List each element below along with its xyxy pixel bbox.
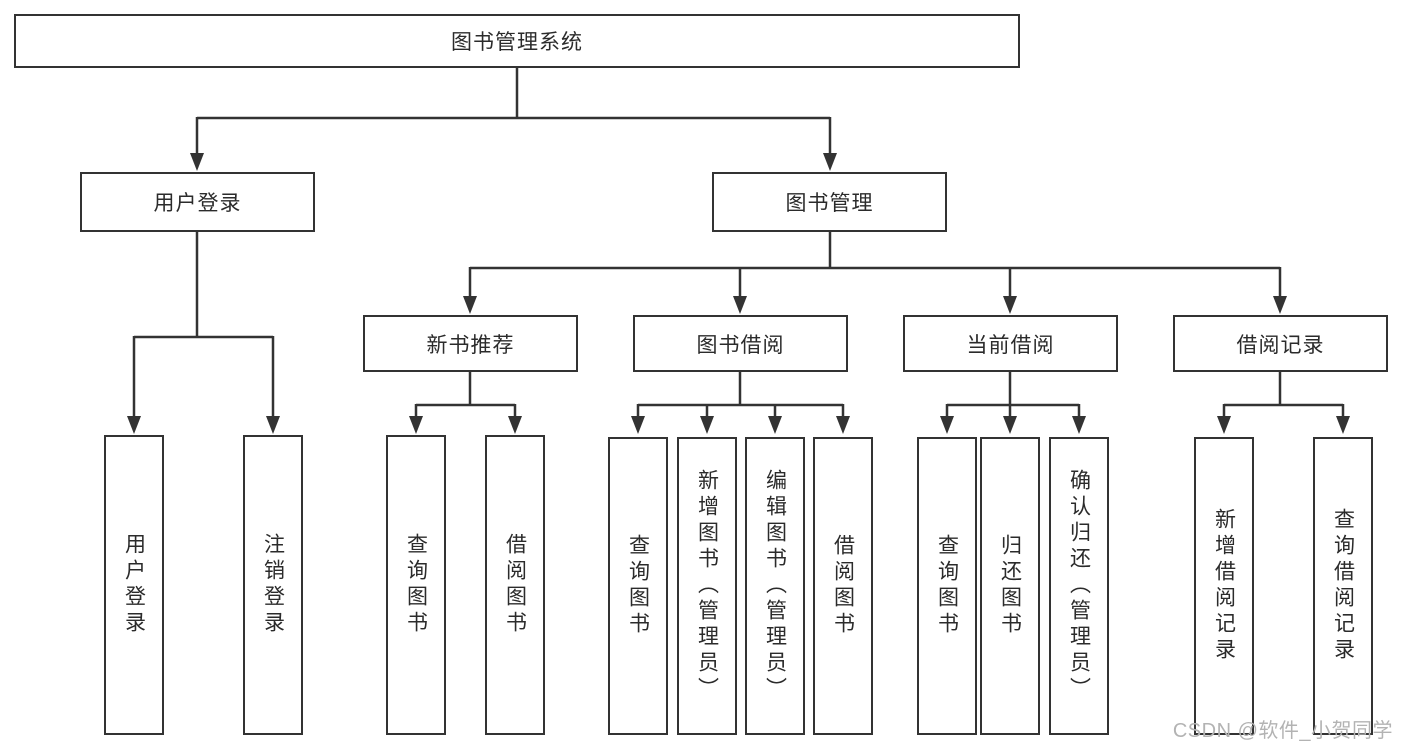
- node-leaf-current-return-books: 归还图书: [980, 437, 1040, 735]
- node-leaf-recommend-borrow-books: 借阅图书: [485, 435, 545, 735]
- csdn-watermark: CSDN @软件_小贺同学: [1172, 720, 1393, 742]
- node-leaf-records-add-record: 新增借阅记录: [1194, 437, 1254, 735]
- node-leaf-borrow-borrow-books-label: 借阅图书: [831, 534, 855, 638]
- node-new-book-recommend: 新书推荐: [363, 315, 578, 372]
- node-root-label: 图书管理系统: [451, 31, 583, 54]
- node-leaf-logout-label: 注销登录: [261, 533, 285, 637]
- node-leaf-records-query-record-label: 查询借阅记录: [1331, 508, 1355, 664]
- node-leaf-current-confirm-return-label: 确认归还（管理员）: [1067, 469, 1091, 703]
- node-leaf-recommend-borrow-books-label: 借阅图书: [503, 533, 527, 637]
- node-user-login: 用户登录: [80, 172, 315, 232]
- node-book-borrow-label: 图书借阅: [696, 333, 785, 357]
- node-current-borrow-label: 当前借阅: [966, 333, 1055, 357]
- node-leaf-borrow-add-books: 新增图书（管理员）: [677, 437, 737, 735]
- node-current-borrow: 当前借阅: [903, 315, 1118, 372]
- node-leaf-records-add-record-label: 新增借阅记录: [1212, 508, 1236, 664]
- node-leaf-records-query-record: 查询借阅记录: [1313, 437, 1373, 735]
- node-leaf-current-query-books: 查询图书: [917, 437, 977, 735]
- node-user-login-label: 用户登录: [153, 192, 242, 215]
- node-leaf-user-login: 用户登录: [104, 435, 164, 735]
- node-book-management: 图书管理: [712, 172, 947, 232]
- node-root: 图书管理系统: [14, 14, 1020, 68]
- node-leaf-current-confirm-return: 确认归还（管理员）: [1049, 437, 1109, 735]
- node-leaf-logout: 注销登录: [243, 435, 303, 735]
- node-new-book-recommend-label: 新书推荐: [426, 333, 515, 357]
- node-leaf-borrow-query-books: 查询图书: [608, 437, 668, 735]
- node-leaf-borrow-edit-books: 编辑图书（管理员）: [745, 437, 805, 735]
- node-leaf-borrow-edit-books-label: 编辑图书（管理员）: [763, 469, 787, 703]
- node-leaf-user-login-label: 用户登录: [122, 533, 146, 637]
- node-borrow-records-label: 借阅记录: [1236, 333, 1325, 357]
- node-book-borrow: 图书借阅: [633, 315, 848, 372]
- node-leaf-current-return-books-label: 归还图书: [998, 534, 1022, 638]
- node-borrow-records: 借阅记录: [1173, 315, 1388, 372]
- node-book-management-label: 图书管理: [785, 192, 874, 215]
- node-leaf-borrow-borrow-books: 借阅图书: [813, 437, 873, 735]
- node-leaf-recommend-query-books: 查询图书: [386, 435, 446, 735]
- node-leaf-borrow-add-books-label: 新增图书（管理员）: [695, 469, 719, 703]
- node-leaf-recommend-query-books-label: 查询图书: [404, 533, 428, 637]
- node-leaf-borrow-query-books-label: 查询图书: [626, 534, 650, 638]
- node-leaf-current-query-books-label: 查询图书: [935, 534, 959, 638]
